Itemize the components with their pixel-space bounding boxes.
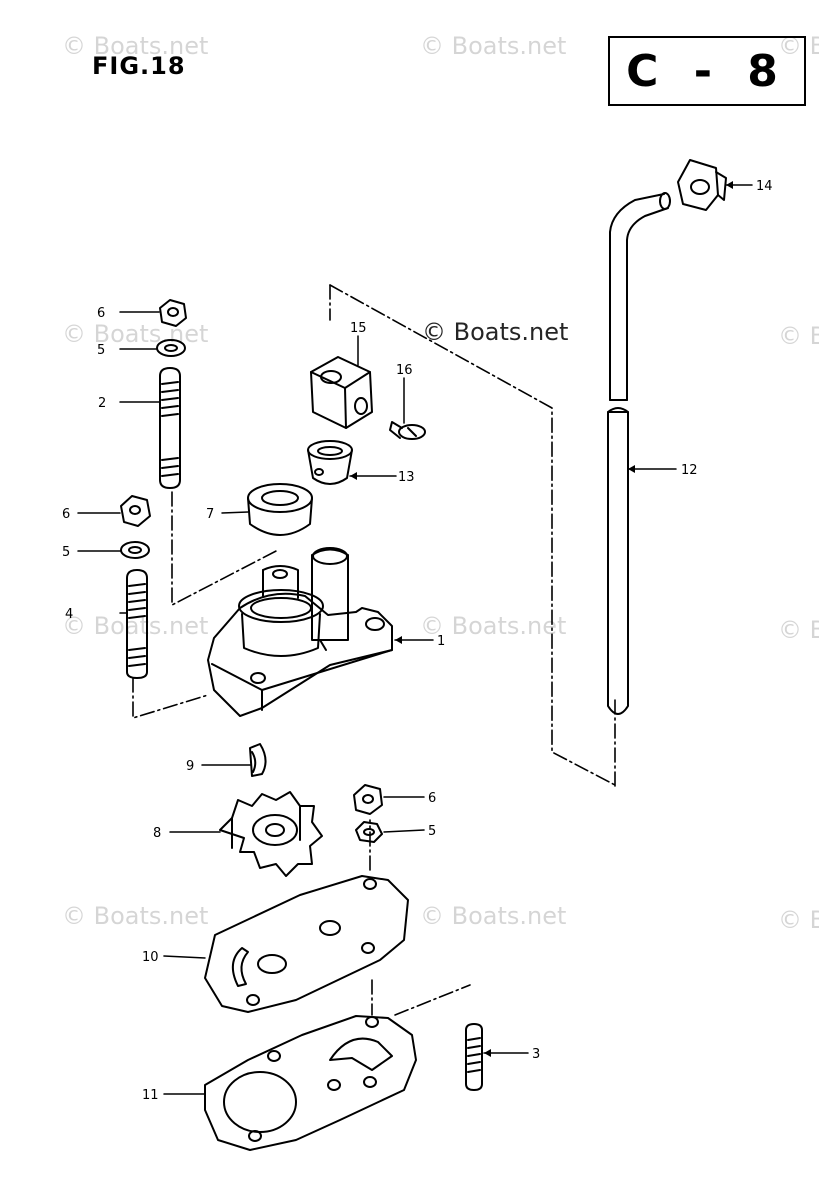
part-5-washer-upper xyxy=(156,339,186,357)
callout-1: 1 xyxy=(437,634,445,649)
watermark: © Boats.net xyxy=(778,616,819,644)
watermark: © Boats.net xyxy=(778,322,819,350)
part-7-seal xyxy=(247,483,313,536)
part-6-nut-upper xyxy=(159,299,187,327)
part-6-nut-lower xyxy=(353,784,383,815)
watermark: © Boats.net xyxy=(62,320,209,348)
part-12-water-tube xyxy=(607,192,671,715)
part-16-screw xyxy=(389,421,426,440)
assembly-line-stud-lower xyxy=(132,677,209,719)
callout-16: 16 xyxy=(396,363,413,378)
watermark: © Boats.net xyxy=(420,612,567,640)
assembly-line-pin xyxy=(394,984,471,1016)
leader-lines xyxy=(77,184,753,1095)
arrowheads xyxy=(350,181,733,1057)
watermark: © Boats.net xyxy=(420,32,567,60)
callout-6: 6 xyxy=(62,507,70,522)
part-6-nut-middle xyxy=(120,495,151,527)
callout-6: 6 xyxy=(428,791,436,806)
part-5-washer-middle xyxy=(120,541,150,559)
part-13-bushing xyxy=(307,440,353,485)
assembly-line-stud-upper xyxy=(171,491,279,606)
figure-label: FIG.18 xyxy=(92,52,186,80)
part-8-impeller xyxy=(219,791,323,877)
part-3-pin xyxy=(465,1023,483,1091)
part-5-washer-lower xyxy=(355,821,383,843)
part-9-key xyxy=(249,743,267,777)
callout-5: 5 xyxy=(428,824,436,839)
callout-12: 12 xyxy=(681,463,698,478)
callout-3: 3 xyxy=(532,1047,540,1062)
part-4-stud xyxy=(126,569,148,679)
part-11-gasket xyxy=(204,1015,417,1151)
watermark: © Boats.net xyxy=(62,32,209,60)
part-15-connector xyxy=(310,356,373,429)
watermark: © Boats.net xyxy=(422,318,569,346)
section-code: C - 8 xyxy=(626,45,788,97)
assembly-line-main xyxy=(329,284,616,786)
callout-5: 5 xyxy=(97,343,105,358)
assembly-lines xyxy=(132,284,616,1016)
callout-14: 14 xyxy=(756,179,773,194)
watermark: © Boats.net xyxy=(420,902,567,930)
watermark: © Boats.net xyxy=(778,906,819,934)
callout-6: 6 xyxy=(97,306,105,321)
callout-7: 7 xyxy=(206,507,214,522)
part-14-grommet xyxy=(677,159,727,211)
callout-11: 11 xyxy=(142,1088,159,1103)
watermark: © Boats.net xyxy=(62,902,209,930)
callout-4: 4 xyxy=(65,607,73,622)
callout-8: 8 xyxy=(153,826,161,841)
part-1-pump-housing xyxy=(207,547,393,717)
section-code-box: C - 8 xyxy=(608,36,806,106)
callout-10: 10 xyxy=(142,950,159,965)
callout-2: 2 xyxy=(98,396,106,411)
callout-5: 5 xyxy=(62,545,70,560)
callout-labels: 1 2 3 4 5 5 5 6 6 6 7 8 9 10 11 12 13 14… xyxy=(62,179,773,1103)
callout-13: 13 xyxy=(398,470,415,485)
callout-15: 15 xyxy=(350,321,367,336)
part-2-stud xyxy=(159,367,181,489)
callout-9: 9 xyxy=(186,759,194,774)
part-10-plate xyxy=(204,875,409,1013)
